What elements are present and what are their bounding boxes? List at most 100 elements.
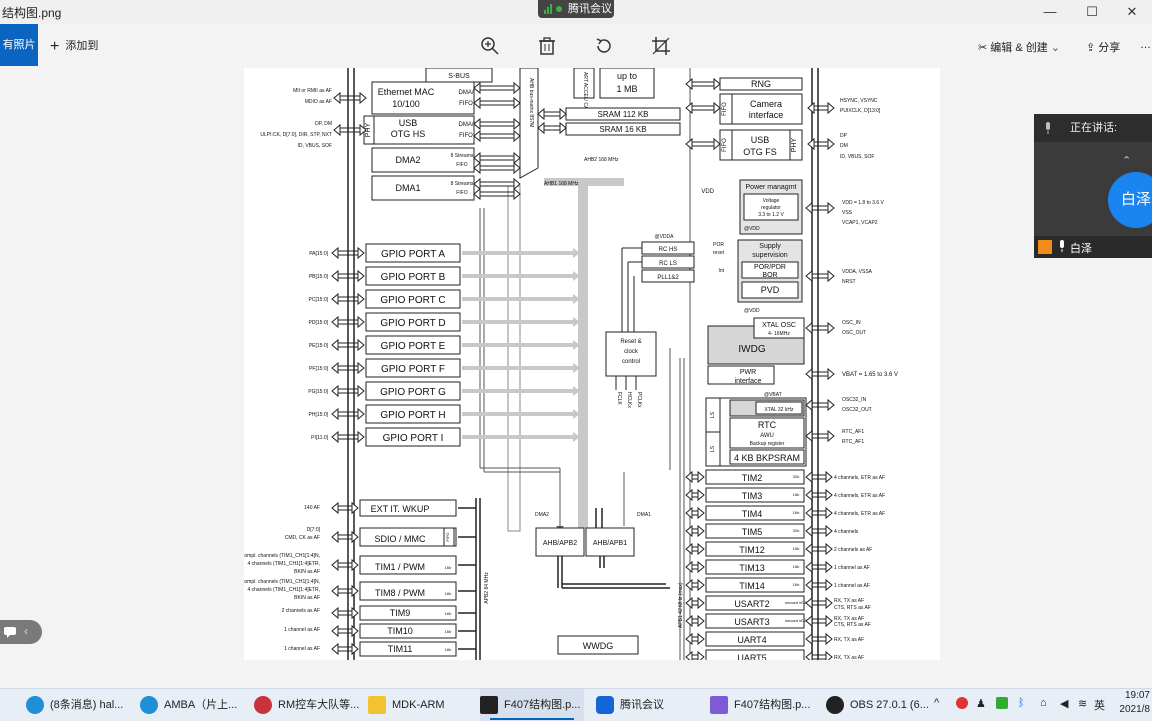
- taskbar-label: RM控车大队等...: [278, 699, 360, 711]
- reset-clock-box: [605, 331, 657, 377]
- chevron-down-icon: ⌄: [1047, 42, 1061, 54]
- edge-icon: [26, 696, 44, 714]
- chevron-up-icon[interactable]: ⌃: [1122, 155, 1132, 167]
- ahb2-label: AHB2 168 MHz: [584, 157, 619, 163]
- memory-box: [599, 67, 655, 99]
- meeting-indicator[interactable]: 腾讯会议: [538, 0, 614, 18]
- apb2-arrow: [331, 501, 359, 515]
- apb1-periph-label: TIM3: [742, 491, 763, 501]
- taskbar-item-app[interactable]: RM控车大队等...: [254, 689, 360, 721]
- por-reset: reset: [713, 250, 725, 256]
- network-icon[interactable]: ⌂: [1040, 697, 1047, 709]
- taskbar-item-folder[interactable]: MDK-ARM: [368, 689, 468, 721]
- taskbar-item-edge-2[interactable]: AMBA（片上...: [140, 689, 240, 721]
- edit-create-button[interactable]: ✂ 编辑 & 创建 ⌄: [978, 39, 1060, 55]
- taskbar-item-photos-2[interactable]: F407结构图.p...: [710, 689, 814, 721]
- apb1-periph-box: [705, 487, 805, 503]
- apb1-periph-label: TIM4: [742, 509, 763, 519]
- gpio-bus-arrow: [462, 363, 580, 373]
- add-to-button[interactable]: +添加到: [50, 36, 98, 55]
- bus-arrow: [473, 117, 521, 131]
- tray-chevron-icon[interactable]: ^: [934, 697, 940, 709]
- por-label-1: POR/PDR: [754, 264, 786, 271]
- apb2-arrow: [331, 558, 359, 572]
- apb2-periph-label: TIM9: [390, 608, 411, 618]
- apb2-bus-label: APB2 84 MHz: [484, 572, 490, 604]
- bus-arrow: [473, 177, 521, 191]
- gpio-pin-label: PC[15:0]: [309, 297, 329, 303]
- apb1-left-arrow: [685, 578, 705, 592]
- tray-person-icon[interactable]: ♟: [976, 698, 986, 710]
- gpio-pin-label: PG[15:0]: [308, 389, 328, 395]
- usb-fs-label-1: USB: [751, 135, 770, 145]
- ethernet-label-2: 10/100: [392, 99, 420, 109]
- xtal-osc-box: [753, 317, 805, 339]
- vdda-arrow: [805, 269, 835, 283]
- gpio-port-label: GPIO PORT F: [381, 364, 445, 375]
- share-button[interactable]: ⇪ 分享: [1086, 39, 1120, 55]
- apb1-signal-label: RX, TX as AF: [834, 637, 864, 643]
- apb2-signal-label: D[7:0]: [307, 527, 321, 533]
- speaker-icon[interactable]: ◀: [1060, 698, 1069, 710]
- osc32-arrow: [805, 398, 835, 412]
- rotate-icon[interactable]: [594, 36, 614, 56]
- voltage-label-3: 3.3 to 1.2 V: [758, 212, 784, 218]
- dma2-tag: DMA2: [535, 512, 549, 518]
- gpio-pin-label: PD[15:0]: [309, 320, 329, 326]
- clock[interactable]: 19:07 2021/8: [1118, 689, 1150, 717]
- apb1-left-arrow: [685, 524, 705, 538]
- ime-indicator[interactable]: 英: [1094, 700, 1105, 712]
- taskbar-label: OBS 27.0.1 (6...: [850, 699, 929, 711]
- start-button[interactable]: [0, 689, 20, 721]
- ahb-apb1-box: [585, 527, 635, 557]
- close-button[interactable]: ✕: [1126, 4, 1138, 19]
- sram2-label: SRAM 16 KB: [599, 125, 646, 134]
- apb1-left-arrow: [685, 632, 705, 646]
- ethernet-signal: ID, VBUS, SOF: [298, 143, 332, 149]
- mic-icon: [1046, 122, 1050, 134]
- at-vdd-label: @VDD: [744, 308, 760, 314]
- apb1-periph-box: [705, 541, 805, 557]
- crop-icon[interactable]: [651, 36, 671, 56]
- maximize-button[interactable]: ☐: [1086, 4, 1098, 19]
- minimize-button[interactable]: —: [1043, 4, 1057, 19]
- wifi-icon[interactable]: ≋: [1078, 698, 1088, 710]
- apb1-signal-label: 2 channels as AF: [834, 547, 872, 553]
- sdio-fifo-box: [443, 527, 455, 547]
- apb2-periph-box: [359, 605, 457, 621]
- ls-label: LS: [710, 411, 716, 418]
- taskbar: (8条消息) hal... AMBA（片上... RM控车大队等... MDK-…: [0, 688, 1152, 721]
- apb1-periph-label: TIM12: [739, 545, 765, 555]
- taskbar-item-photos-1[interactable]: F407结构图.p...: [480, 689, 584, 721]
- all-photos-button[interactable]: 有照片: [0, 24, 38, 66]
- apb1-signal-label: 4 channels, ETR as AF: [834, 475, 885, 481]
- taskbar-item-obs[interactable]: OBS 27.0.1 (6...: [826, 689, 929, 721]
- apb1-signal-label: CTS, RTS as AF: [834, 605, 871, 611]
- sram2-box: [565, 122, 681, 136]
- photos-icon: [710, 696, 728, 714]
- phy-label: PHY: [791, 137, 798, 152]
- bluetooth-icon[interactable]: ᛒ: [1018, 697, 1025, 709]
- vbat-arrow: [805, 367, 835, 381]
- apb1-right-arrow: [805, 542, 833, 556]
- more-button[interactable]: …: [1140, 39, 1151, 51]
- por-label-2: BOR: [762, 272, 777, 279]
- apb1-periph-label: TIM13: [739, 563, 765, 573]
- osc32-label: OSC32_IN: [842, 397, 867, 403]
- gpio-arrow: [331, 361, 365, 375]
- camera-box: [719, 93, 803, 125]
- tray-app-icon[interactable]: [956, 697, 968, 709]
- taskbar-item-meeting[interactable]: 腾讯会议: [596, 689, 696, 721]
- bit-width-label: 16b: [793, 510, 800, 515]
- taskbar-item-edge-1[interactable]: (8条消息) hal...: [26, 689, 126, 721]
- art-box: [573, 67, 595, 99]
- folder-icon: [368, 696, 386, 714]
- chat-float-button[interactable]: ‹: [0, 620, 42, 644]
- bit-width-label: 16b: [445, 565, 452, 570]
- tray-app-icon[interactable]: [996, 697, 1008, 709]
- delete-icon[interactable]: [537, 36, 557, 56]
- zoom-in-icon[interactable]: [480, 36, 500, 56]
- reset-clock-label: Reset &: [620, 339, 641, 345]
- bit-width-label: 32b: [793, 474, 800, 479]
